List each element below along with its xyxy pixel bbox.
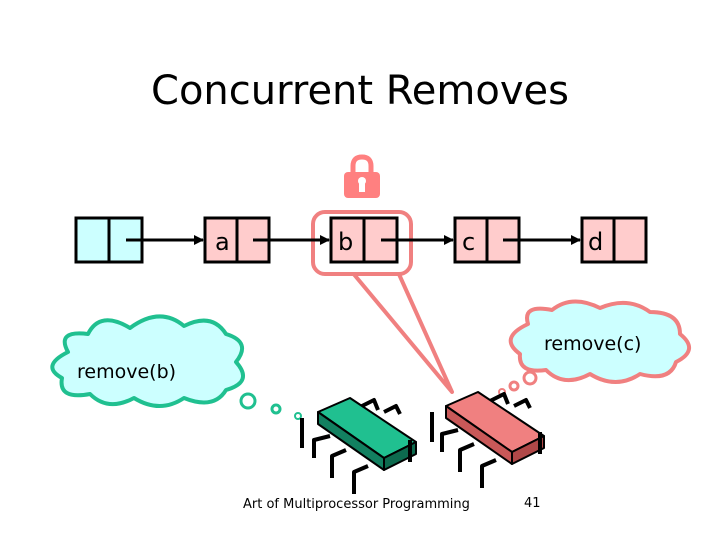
thought-bubble-dot (294, 412, 302, 420)
thread-chip-right (430, 391, 545, 488)
thought-text-remove-b: remove(b) (77, 361, 176, 383)
list-node-d: d (580, 216, 648, 264)
thought-bubble-dot (508, 380, 520, 392)
thought-bubble-dot (522, 370, 538, 386)
thread-chip-left (300, 397, 417, 494)
node-label: a (215, 228, 230, 256)
thought-bubble-dot (270, 403, 282, 415)
footer-course-title: Art of Multiprocessor Programming (243, 497, 470, 512)
thought-text-remove-c: remove(c) (544, 333, 641, 355)
node-label: b (338, 228, 353, 256)
node-label: c (462, 228, 475, 256)
footer-page-number: 41 (524, 496, 541, 511)
thought-cloud-left: remove(b) (50, 314, 246, 408)
speech-bubble-tail (350, 270, 454, 394)
thought-bubble-dot (239, 392, 257, 410)
node-label: d (588, 228, 603, 256)
slide-title: Concurrent Removes (151, 68, 569, 114)
lock-icon (344, 154, 380, 198)
thought-cloud-right: remove(c) (508, 299, 691, 384)
